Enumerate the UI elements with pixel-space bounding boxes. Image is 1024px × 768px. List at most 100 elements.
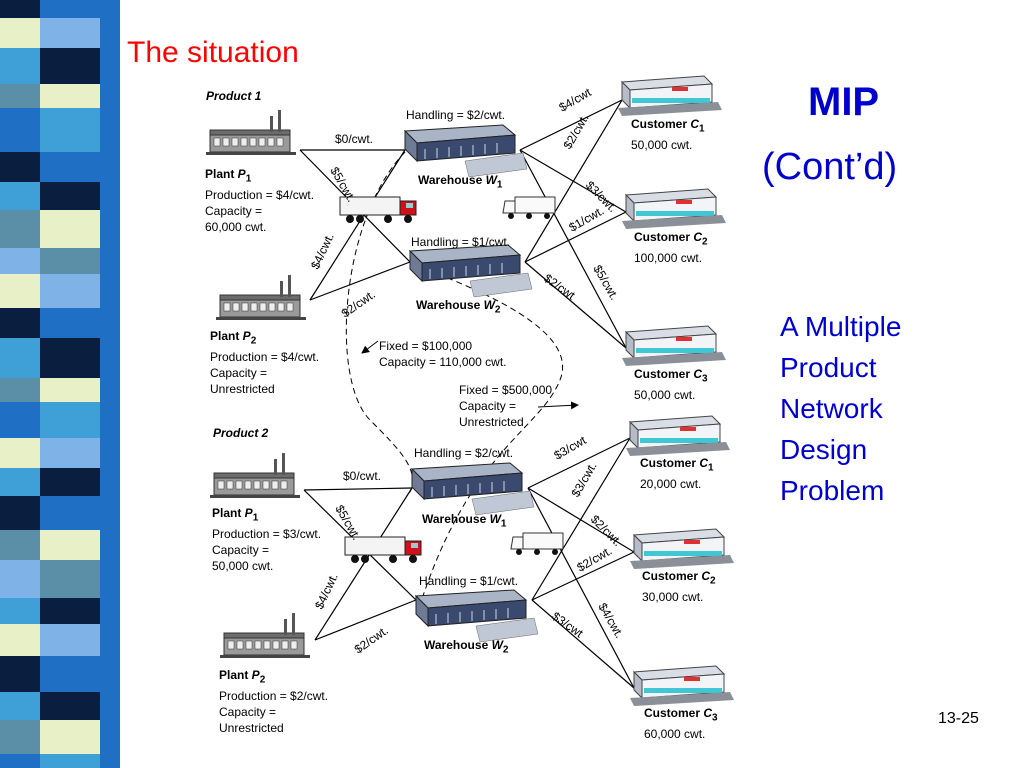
warehouse-w1-icon-product2: [411, 462, 535, 516]
product2-link-w2c2: [531, 551, 635, 601]
product2-cost-p2w1: $4/cwt.: [312, 571, 341, 611]
strip-block: [0, 308, 40, 338]
strip-block: [40, 84, 100, 108]
plant-line: Production = $4/cwt.: [210, 350, 320, 365]
truck-icon: [344, 536, 422, 564]
customer-c2-info: Customer C2 100,000 cwt.: [634, 230, 708, 266]
strip-block: [0, 248, 40, 274]
strip-block: [0, 530, 40, 560]
plant-var: P: [251, 668, 260, 682]
plant-sub: 1: [245, 173, 252, 185]
product2-cost-p2w2: $2/cwt.: [352, 623, 391, 656]
plant-line: 50,000 cwt.: [212, 559, 274, 574]
fixed-w2-note: Fixed = $500,000 Capacity = Unrestricted: [459, 383, 553, 429]
strip-block: [0, 720, 40, 754]
plant-p2-info-product2: Plant P2 Production = $2/cwt. Capacity =…: [219, 667, 328, 736]
product1-link-w2c3: [524, 261, 627, 349]
plant-p2-icon-product2: [219, 612, 311, 659]
subtitle-line: Product: [780, 352, 877, 383]
strip-block: [40, 248, 100, 274]
strip-block: [40, 338, 100, 378]
strip-block: [40, 0, 100, 18]
truck-icon: [502, 196, 556, 220]
product1-cost-w2c2: $1/cwt.: [567, 203, 607, 234]
customer-c2-info-product2: Customer C2 30,000 cwt.: [642, 569, 716, 605]
strip-block: [40, 402, 100, 438]
product2-link-p1w1: [303, 487, 413, 491]
product1-cost-w2c3: $2/cwt: [541, 271, 578, 303]
plant-p2-icon: [215, 274, 307, 321]
strip-block: [40, 308, 100, 338]
slide-title: The situation: [127, 36, 299, 69]
strip-block: [40, 754, 100, 768]
strip-block: [0, 656, 40, 692]
truck-icon: [510, 532, 564, 556]
product1-cost-p1w1: $0/cwt.: [335, 132, 373, 146]
plant-name: Plant: [205, 167, 238, 181]
customer-c1-icon: [617, 75, 723, 117]
customer-c3-icon: [621, 325, 727, 367]
strip-block: [0, 754, 40, 768]
fixed-w1-arrow: [361, 340, 379, 354]
plant-line: Unrestricted: [210, 382, 275, 397]
strip-block: [0, 438, 40, 468]
warehouse-w1-handling-product2: Handling = $2/cwt.: [414, 446, 514, 460]
strip-block: [0, 692, 40, 720]
product1-link-p2w2: [309, 261, 411, 301]
customer-c3-info: Customer C3 50,000 cwt.: [634, 367, 708, 403]
warehouse-w2-handling: Handling = $1/cwt.: [411, 235, 511, 249]
plant-sub: 1: [252, 512, 259, 524]
plant-line: Unrestricted: [219, 721, 284, 736]
product1-cost-w2c1: $2/cwt.: [560, 112, 591, 152]
plant-sub: 2: [259, 674, 266, 686]
strip-block: [40, 152, 100, 182]
product2-cost-w1c1: $3/cwt: [552, 433, 590, 463]
plant-line: 60,000 cwt.: [205, 220, 267, 235]
warehouse-w1-icon: [404, 124, 528, 178]
strip-block: [0, 598, 40, 624]
warehouse-w1-label: Warehouse W1: [418, 173, 503, 191]
heading: MIP: [808, 80, 880, 124]
strip-block: [40, 48, 100, 84]
strip-block: [40, 468, 100, 496]
strip-block: [40, 274, 100, 308]
product1-link-w2c1: [524, 99, 623, 263]
plant-p1-icon: [205, 109, 297, 156]
product1-link-p2w1: [309, 149, 406, 301]
decorative-strip: [0, 0, 120, 768]
product1-cost-w1c3: $5/cwt.: [590, 263, 621, 303]
strip-block: [0, 378, 40, 402]
customer-c2-icon-product2: [629, 528, 735, 570]
strip-block: [0, 48, 40, 84]
plant-p1-icon-product2: [209, 452, 301, 499]
plant-p1-info-product2: Plant P1 Production = $3/cwt. Capacity =…: [212, 505, 321, 574]
customer-c3-info-product2: Customer C3 60,000 cwt.: [644, 706, 718, 742]
product2-link-w1c3: [527, 487, 635, 689]
strip-block: [40, 438, 100, 468]
product1-cost-w1c1: $4/cwt: [557, 85, 595, 115]
fixed-w1-note: Fixed = $100,000 Capacity = 110,000 cwt.: [379, 339, 507, 369]
product2-link-p2w1: [314, 487, 413, 641]
strip-block: [0, 108, 40, 152]
product2-cost-p1w1: $0/cwt.: [343, 469, 381, 483]
product2-label: Product 2: [213, 426, 269, 440]
strip-block: [0, 18, 40, 48]
product1-link-w1c1: [519, 99, 623, 151]
product1-link-w1c3: [519, 149, 627, 349]
strip-block: [0, 338, 40, 378]
subtitle-line: Problem: [780, 475, 885, 506]
plant-var: P: [244, 506, 253, 520]
plant-var: P: [237, 167, 246, 181]
subtitle-line: Network: [780, 393, 883, 424]
plant-line: Capacity =: [210, 366, 268, 381]
strip-block: [0, 468, 40, 496]
plant-sub: 2: [250, 335, 257, 347]
warehouse-w2-handling-product2: Handling = $1/cwt.: [419, 574, 519, 588]
strip-block: [0, 624, 40, 656]
strip-block: [0, 496, 40, 530]
product1-label: Product 1: [206, 89, 262, 103]
strip-block: [40, 624, 100, 656]
strip-block: [40, 496, 100, 530]
plant-line: Capacity =: [212, 543, 270, 558]
